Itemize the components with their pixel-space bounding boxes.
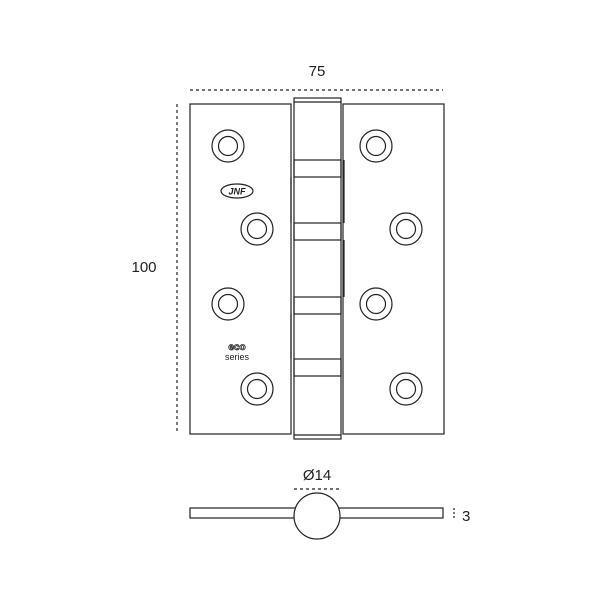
width-dimension: 75 [190, 63, 443, 91]
series-logo-eco: eco [228, 342, 245, 353]
plan-knuckle [293, 492, 341, 540]
brand-logo-text: JNF [228, 187, 246, 197]
screw-hole [389, 212, 423, 246]
screw-hole [211, 287, 245, 321]
knuckle-segment [293, 159, 342, 178]
thickness-label: 3 [462, 508, 470, 525]
knuckle-segment [293, 222, 342, 241]
left-leaf [189, 103, 292, 435]
width-label: 75 [309, 63, 326, 80]
screw-hole [389, 372, 423, 406]
screw-hole [240, 372, 274, 406]
hinge-knuckle [293, 97, 342, 440]
diameter-dimension: Ø14 [294, 467, 341, 490]
hinge-plan-view [189, 492, 444, 540]
knuckle-segment [293, 296, 342, 315]
height-dimension: 100 [131, 104, 178, 434]
height-label: 100 [131, 259, 156, 276]
diameter-label: Ø14 [303, 467, 331, 484]
series-marking: eco series [225, 342, 250, 362]
screw-hole [359, 129, 393, 163]
hinge-front-view [189, 97, 445, 440]
right-leaf [342, 103, 445, 435]
thickness-dimension: 3 [453, 508, 470, 525]
series-logo-text: series [225, 352, 250, 362]
brand-logo: JNF [220, 183, 254, 199]
screw-hole [240, 212, 274, 246]
knuckle-segment [293, 358, 342, 377]
screw-hole [211, 129, 245, 163]
screw-hole [359, 287, 393, 321]
